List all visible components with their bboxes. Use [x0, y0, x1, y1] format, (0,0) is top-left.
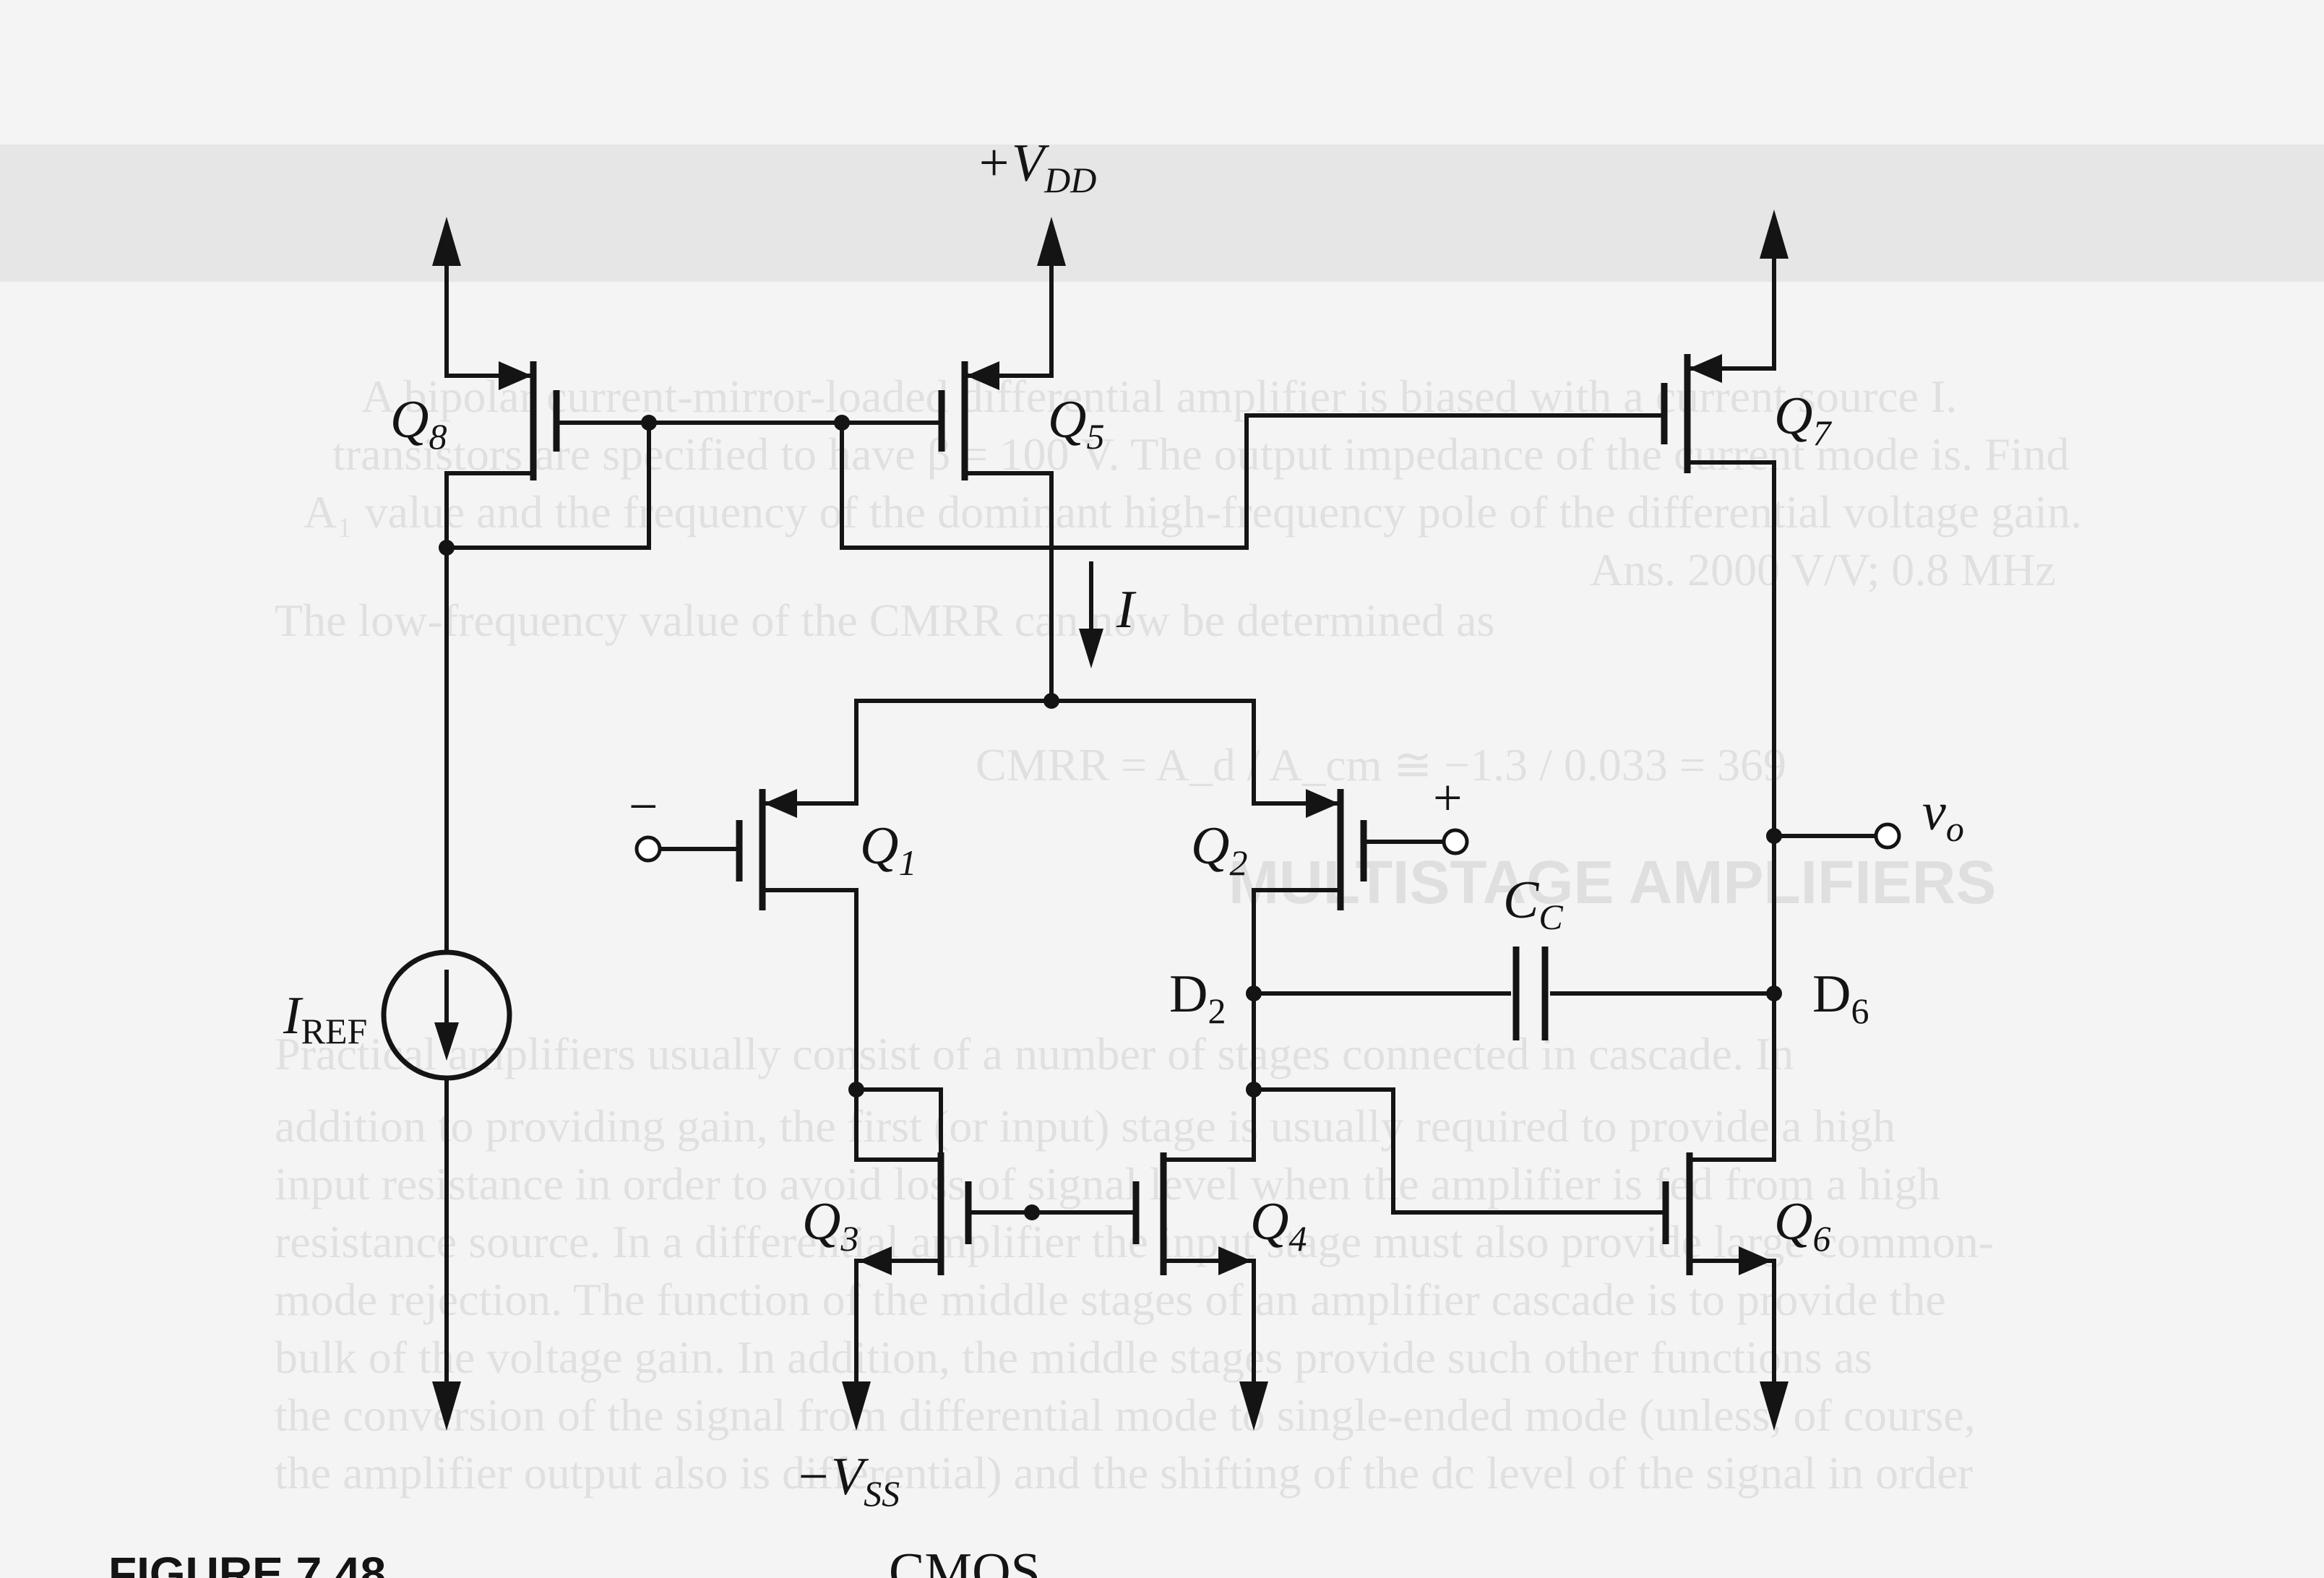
svg-text:the conversion of the signal f: the conversion of the signal from differ…	[275, 1389, 1976, 1441]
svg-text:transistors are specified to h: transistors are specified to have β = 10…	[332, 428, 2070, 480]
background-band	[0, 145, 2324, 282]
iref-current-source	[381, 949, 512, 1431]
current-label: I	[1116, 580, 1137, 639]
input-plus-label: +	[1433, 769, 1463, 827]
iref-label: IREF	[283, 986, 367, 1051]
vdd-rail-q8	[432, 217, 461, 378]
svg-text:A₁ value and the frequency of: A₁ value and the frequency of the domina…	[304, 486, 2082, 538]
background-page-ghost: A bipolar current-mirror-loaded differen…	[275, 371, 2082, 1499]
q3-label: Q3	[802, 1192, 858, 1259]
svg-text:Practical amplifiers usually c: Practical amplifiers usually consist of …	[275, 1028, 1794, 1079]
node-d2-label: D2	[1169, 965, 1226, 1031]
input-minus-terminal[interactable]	[634, 835, 662, 863]
transistor-q8	[444, 361, 651, 480]
input-minus-label: −	[629, 777, 658, 835]
svg-text:MULTISTAGE AMPLIFIERS: MULTISTAGE AMPLIFIERS	[1228, 848, 1996, 916]
supply-vdd-label: +VDD	[976, 134, 1096, 200]
tail-node-wiring	[854, 693, 1256, 806]
transistor-q4	[1132, 1152, 1268, 1431]
q7-label: Q7	[1774, 387, 1832, 453]
svg-text:the amplifier output also is d: the amplifier output also is differentia…	[275, 1447, 1973, 1499]
vdd-rail-q7	[1760, 210, 1789, 371]
svg-text:mode rejection. The function o: mode rejection. The function of the midd…	[275, 1274, 1946, 1325]
gate-bias-wiring	[439, 415, 1249, 952]
svg-text:CMRR = A_d / A_cm ≅ −1.3 /: CMRR = A_d / A_cm ≅ −1.3 / 0.033 = 369	[976, 739, 1786, 790]
supply-vss-label: −VSS	[795, 1447, 900, 1514]
input-plus-terminal[interactable]	[1442, 828, 1469, 855]
output-label: vo	[1922, 782, 1964, 849]
q2-label: Q2	[1191, 816, 1247, 883]
mirror-wiring	[848, 1082, 1668, 1220]
transistor-q1	[659, 789, 858, 1092]
svg-text:Ans. 2000 V/V; 0.8 MHz: Ans. 2000 V/V; 0.8 MHz	[1590, 544, 2056, 595]
figure-caption-text: CMOS	[889, 1543, 1041, 1578]
output-wiring	[1766, 828, 1878, 844]
transistor-q6	[1662, 991, 1789, 1431]
compensation-capacitor	[1246, 947, 1782, 1040]
q6-label: Q6	[1774, 1192, 1830, 1259]
transistor-q7	[1244, 354, 1776, 996]
output-terminal[interactable]	[1874, 822, 1901, 850]
figure-caption-prefix: FIGURE 7.48	[108, 1548, 386, 1578]
svg-text:bulk of the voltage gain. In a: bulk of the voltage gain. In addition, t…	[275, 1332, 1872, 1383]
q4-label: Q4	[1250, 1192, 1307, 1259]
vdd-rail-q5	[1037, 217, 1066, 378]
transistor-q5	[647, 361, 1054, 703]
current-arrow-i	[1079, 561, 1103, 668]
svg-text:A bipolar current-mirror-loade: A bipolar current-mirror-loaded differen…	[361, 371, 1957, 422]
transistor-q3	[842, 1152, 972, 1431]
cap-label: CC	[1503, 871, 1563, 937]
svg-text:The low-frequency value of the: The low-frequency value of the CMRR can …	[275, 595, 1494, 646]
q5-label: Q5	[1048, 390, 1104, 457]
svg-text:addition to providing gain, th: addition to providing gain, the first (o…	[275, 1100, 1895, 1152]
q8-label: Q8	[390, 390, 447, 457]
node-d6-label: D6	[1812, 965, 1869, 1031]
q1-label: Q1	[860, 816, 916, 883]
